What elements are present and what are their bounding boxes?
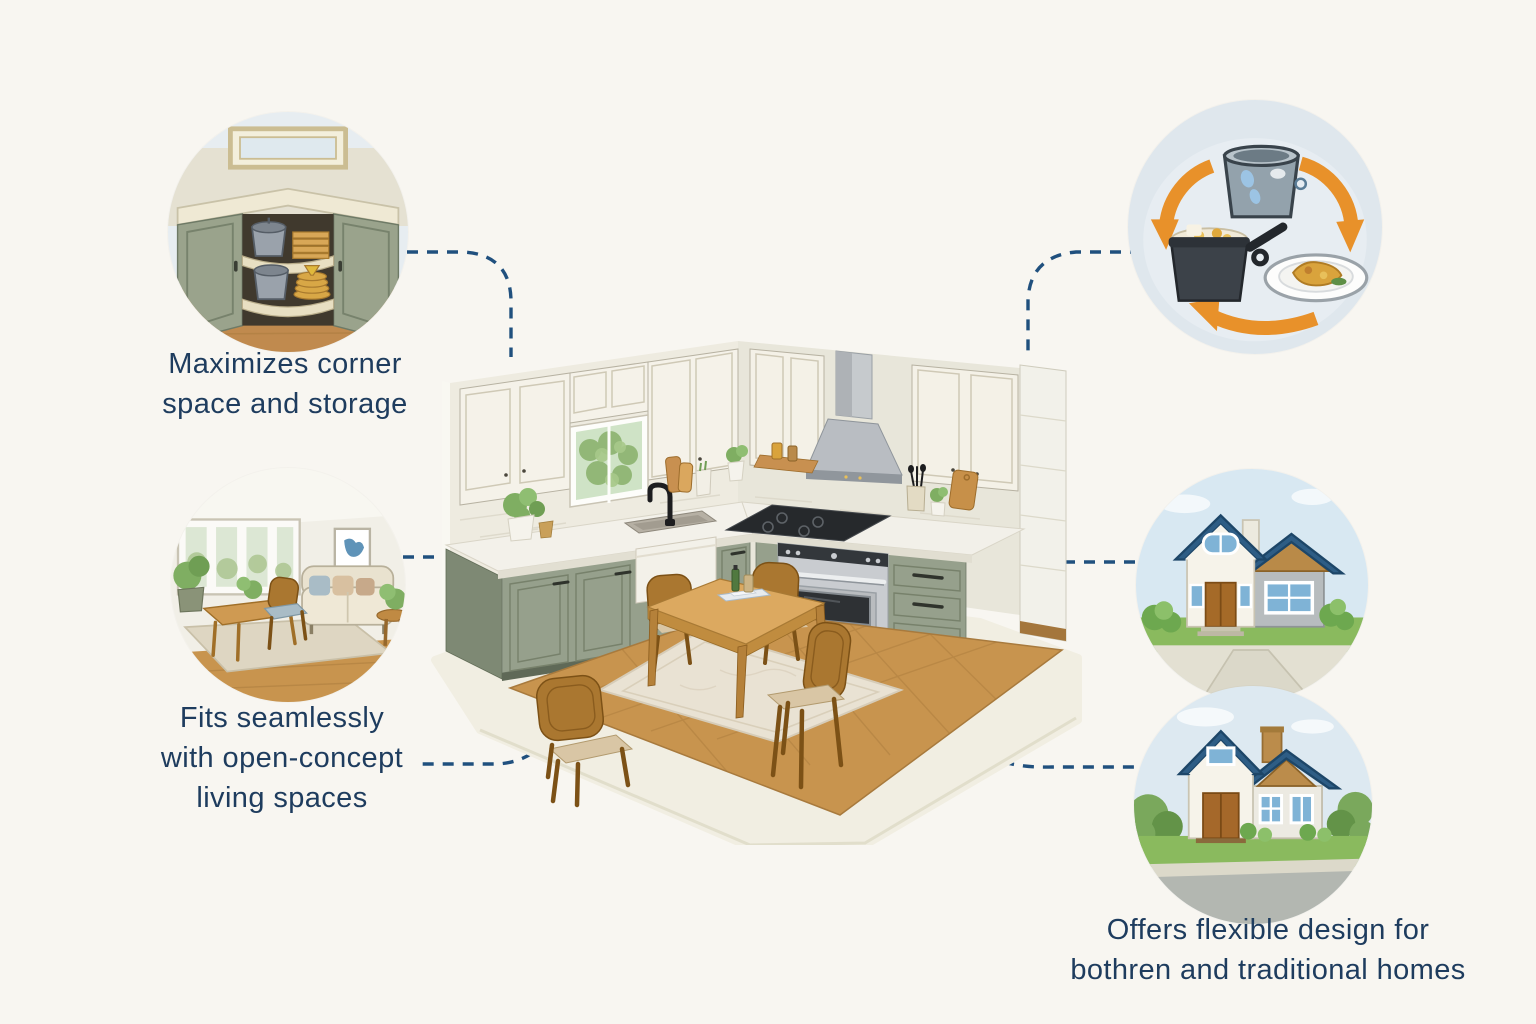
cooktop (724, 504, 892, 542)
cycle-arrows (1150, 156, 1365, 335)
caption-line: space and storage (162, 388, 408, 420)
caption-open-concept: Fits seamlessly with open-concept living… (57, 698, 507, 818)
caption-line: living spaces (196, 782, 368, 814)
dining-corner (202, 576, 308, 662)
traditional-house-illustration (1134, 686, 1372, 924)
counter-tray (753, 442, 819, 474)
caption-line: Maximizes corner (168, 348, 402, 380)
range-hood (805, 350, 903, 484)
utensil-crock (906, 464, 926, 512)
bushes (1141, 598, 1355, 633)
stock-pot (1222, 144, 1308, 219)
isometric-l-shaped-kitchen (431, 341, 1082, 845)
caption-flexible-design: Offers flexible design for bothren and t… (1043, 910, 1493, 990)
dining-set (535, 561, 852, 808)
front-bushes (1239, 822, 1332, 842)
sofa (301, 565, 395, 635)
caption-line: Offers flexible design for (1106, 914, 1430, 946)
counter-succulent (930, 487, 948, 517)
wall-column (1019, 364, 1067, 642)
trees (1134, 791, 1372, 848)
kitchen-window (569, 414, 649, 508)
floor-plant (173, 555, 210, 613)
caption-line: bothren and traditional homes (1070, 954, 1466, 986)
upper-cabinets-left (459, 348, 739, 506)
table-items (716, 565, 772, 602)
caption-corner-storage: Maximizes corner space and storage (60, 344, 510, 424)
corner-cabinet-illustration (168, 112, 408, 352)
chair-front-right (766, 621, 852, 790)
cutting-board-right (948, 469, 979, 511)
cooking-cycle-illustration (1128, 100, 1382, 354)
stored-pot-top (250, 217, 287, 257)
transom-window (228, 126, 348, 170)
stored-boards (292, 231, 330, 259)
wall-art (333, 527, 372, 573)
potted-plant (503, 488, 554, 542)
caption-line: with open-concept (160, 742, 404, 774)
stored-plates (293, 265, 331, 300)
modern-house-illustration (1136, 469, 1368, 701)
stored-pot-bottom (253, 264, 290, 301)
house (1172, 513, 1346, 637)
caption-line: Fits seamlessly (179, 702, 385, 734)
open-concept-living-room-illustration (171, 468, 405, 702)
counter-plant-small (726, 445, 748, 482)
cutting-boards (665, 456, 712, 497)
cooking-pot (1168, 222, 1288, 302)
faucet (647, 482, 675, 526)
plated-dish (1263, 253, 1369, 303)
chair-left (535, 674, 634, 808)
upper-cabinets-right (749, 348, 1019, 492)
